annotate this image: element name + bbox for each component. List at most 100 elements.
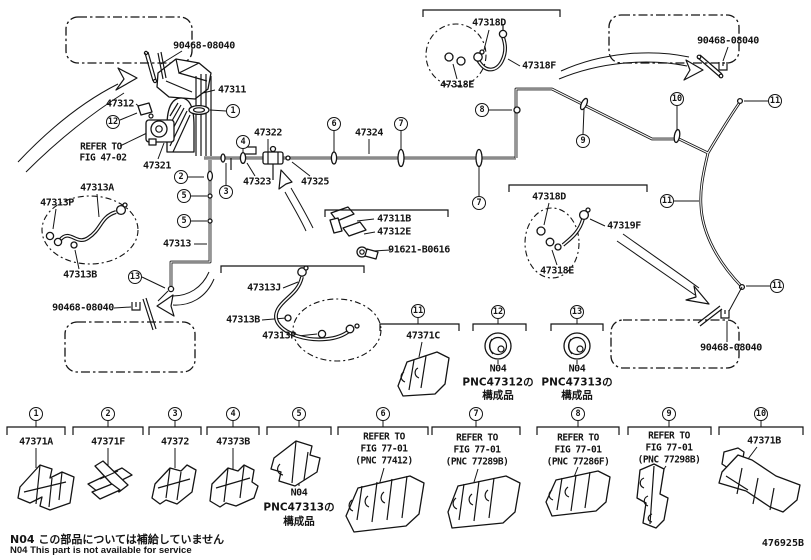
legend-part-label[interactable]: 47371A — [19, 436, 53, 448]
callout-3[interactable]: 3 — [219, 185, 233, 199]
part-number-label[interactable]: 47313P — [40, 197, 74, 209]
callout-13[interactable]: 13 — [570, 305, 584, 319]
clamp-47371C-glyph — [397, 351, 450, 397]
component-note-line: N04 — [489, 363, 507, 375]
callout-11[interactable]: 11 — [660, 194, 674, 208]
callout-11[interactable]: 11 — [411, 304, 425, 318]
figure-reference-line[interactable]: FIG 77-01 — [360, 443, 408, 455]
part-number-label[interactable]: 47312 — [105, 98, 135, 110]
part-number-label[interactable]: 47311 — [217, 84, 247, 96]
callout-1[interactable]: 1 — [226, 104, 240, 118]
callout-leader-lines — [119, 100, 770, 364]
callout-12[interactable]: 12 — [106, 115, 120, 129]
part-number-label[interactable]: 47322 — [253, 127, 283, 139]
callout-8[interactable]: 8 — [475, 103, 489, 117]
legend-callout-2[interactable]: 2 — [101, 407, 115, 421]
legend-callout-4[interactable]: 4 — [226, 407, 240, 421]
callout-9[interactable]: 9 — [576, 134, 590, 148]
part-number-label[interactable]: 47319F — [607, 220, 641, 232]
figure-reference-line[interactable]: FIG 77-01 — [554, 444, 602, 456]
part-number-label[interactable]: 47318E — [540, 265, 574, 277]
part-number-label[interactable]: 47313B — [226, 314, 260, 326]
part-number-label[interactable]: 47313J — [247, 282, 281, 294]
component-note-line: 構成品 — [283, 515, 315, 528]
figure-reference-line[interactable]: (PNC 77298B) — [637, 454, 701, 466]
legend-callout-5[interactable]: 5 — [292, 407, 306, 421]
part-number-label[interactable]: 47318E — [440, 79, 474, 91]
vehicle-outline-tires — [41, 14, 740, 373]
grommet-glyphs — [484, 332, 591, 360]
part-number-label[interactable]: 47311B — [377, 213, 411, 225]
part-number-label[interactable]: 47324 — [354, 127, 384, 139]
callout-11[interactable]: 11 — [770, 279, 784, 293]
component-note-line: N04 — [568, 363, 586, 375]
legend-callout-1[interactable]: 1 — [29, 407, 43, 421]
legend-callout-9[interactable]: 9 — [662, 407, 676, 421]
footer-note-english: N04 This part is not available for servi… — [10, 545, 192, 556]
legend-part-label[interactable]: 47371B — [747, 435, 781, 447]
callout-12[interactable]: 12 — [491, 305, 505, 319]
component-note-line: PNC47313の — [541, 376, 613, 389]
part-number-label[interactable]: 90468-08040 — [697, 35, 759, 47]
callout-7[interactable]: 7 — [472, 196, 486, 210]
part-number-label[interactable]: 90468-08040 — [173, 40, 235, 52]
component-note-line: PNC47313の — [263, 501, 335, 514]
part-number-label[interactable]: 47371C — [406, 330, 440, 342]
part-number-label[interactable]: 47321 — [142, 160, 172, 172]
figure-reference-line[interactable]: FIG 47-02 — [79, 152, 127, 164]
callout-4[interactable]: 4 — [236, 135, 250, 149]
figure-reference-line[interactable]: (PNC 77286F) — [546, 456, 610, 468]
footer-note-japanese: N04 この部品については補給していません — [10, 533, 225, 546]
legend-callout-8[interactable]: 8 — [571, 407, 585, 421]
part-number-label[interactable]: 47313P — [262, 330, 296, 342]
part-number-label[interactable]: 47318F — [522, 60, 556, 72]
part-number-label[interactable]: 47313B — [63, 269, 97, 281]
legend-brackets — [6, 421, 804, 493]
callout-7[interactable]: 7 — [394, 117, 408, 131]
figure-reference-line[interactable]: FIG 77-01 — [645, 442, 693, 454]
figure-reference-line[interactable]: REFER TO — [80, 141, 122, 153]
callout-13[interactable]: 13 — [128, 270, 142, 284]
direction-arrows — [17, 52, 710, 317]
part-number-label[interactable]: 47318D — [472, 17, 506, 29]
figure-reference-line[interactable]: REFER TO — [557, 432, 599, 444]
callout-2[interactable]: 2 — [174, 170, 188, 184]
figure-reference-line[interactable]: REFER TO — [648, 430, 690, 442]
legend-callout-10[interactable]: 10 — [754, 407, 768, 421]
component-note-line: 構成品 — [482, 389, 514, 402]
master-cylinder-unit — [137, 58, 257, 156]
legend-part-glyphs — [17, 440, 801, 533]
figure-reference-line[interactable]: (PNC 77289B) — [445, 456, 509, 468]
callout-6[interactable]: 6 — [327, 117, 341, 131]
part-number-label[interactable]: 47313A — [80, 182, 114, 194]
component-note-line: N04 — [290, 487, 308, 499]
part-number-label[interactable]: 47313 — [162, 238, 192, 250]
label-leader-lines — [52, 29, 729, 358]
part-number-label[interactable]: 91621-B0616 — [388, 244, 450, 256]
figure-reference-line[interactable]: REFER TO — [363, 431, 405, 443]
callout-11[interactable]: 11 — [768, 94, 782, 108]
flexible-hoses — [45, 24, 591, 342]
callout-10[interactable]: 10 — [670, 92, 684, 106]
brake-tube-lines — [169, 87, 744, 291]
figure-reference-line[interactable]: (PNC 77412) — [355, 455, 413, 467]
part-number-label[interactable]: 90468-08040 — [700, 342, 762, 354]
part-number-label[interactable]: 47312E — [377, 226, 411, 238]
callout-5[interactable]: 5 — [177, 214, 191, 228]
legend-callout-7[interactable]: 7 — [469, 407, 483, 421]
part-number-label[interactable]: 47325 — [300, 176, 330, 188]
legend-callout-6[interactable]: 6 — [376, 407, 390, 421]
legend-part-label[interactable]: 47371F — [91, 436, 125, 448]
legend-callout-3[interactable]: 3 — [168, 407, 182, 421]
legend-part-label[interactable]: 47372 — [160, 436, 190, 448]
part-number-label[interactable]: 47323 — [242, 176, 272, 188]
figure-reference-line[interactable]: FIG 77-01 — [453, 444, 501, 456]
figure-reference-line[interactable]: REFER TO — [456, 432, 498, 444]
tube-fittings — [167, 97, 746, 293]
callout-5[interactable]: 5 — [177, 189, 191, 203]
part-number-label[interactable]: 47318D — [532, 191, 566, 203]
part-number-label[interactable]: 90468-08040 — [52, 302, 114, 314]
legend-part-label[interactable]: 47373B — [216, 436, 250, 448]
